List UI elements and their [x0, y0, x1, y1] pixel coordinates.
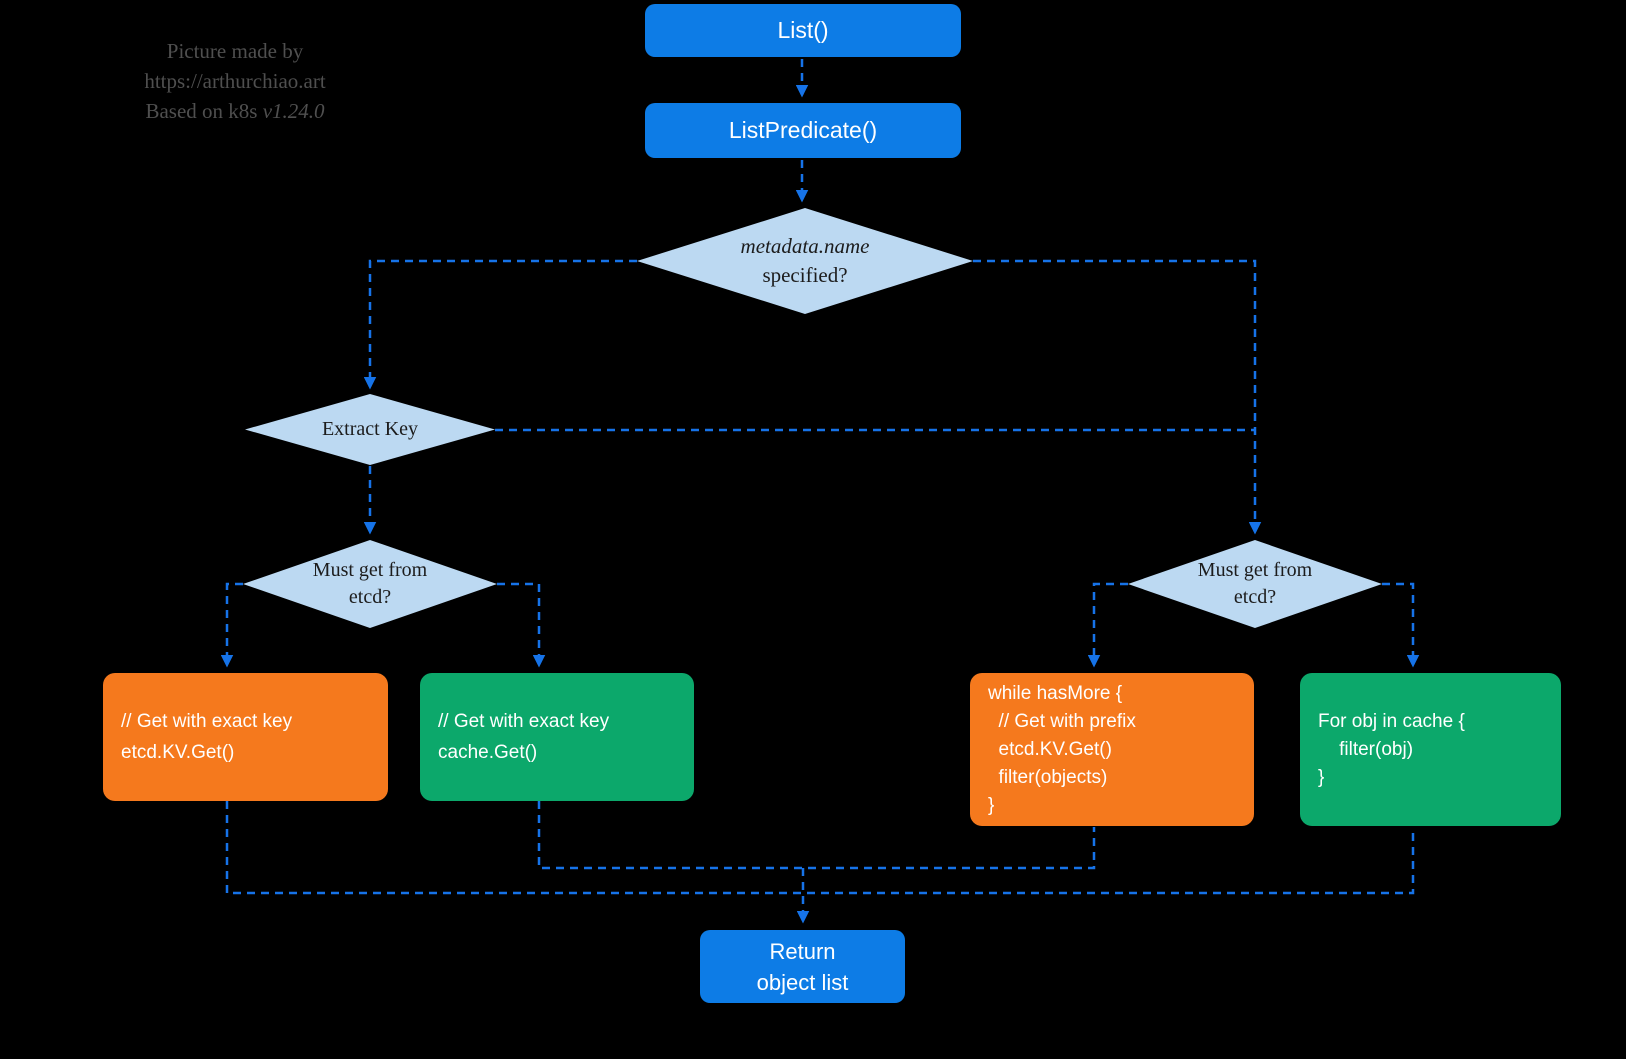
node-return-line1: Return	[769, 938, 836, 964]
decision-metadata-name-line1: metadata.name	[740, 234, 870, 258]
node-cache-filter-loop: For obj in cache { filter(obj) }	[1300, 673, 1561, 826]
node-list-predicate: ListPredicate()	[645, 103, 961, 158]
credit-based-on: Based on k8s	[145, 99, 263, 123]
decision-must-get-right-line2: etcd?	[1233, 586, 1277, 608]
code-line: filter(objects)	[988, 766, 1108, 788]
node-cache-get-exact-key: // Get with exact key cache.Get()	[420, 673, 694, 801]
credit-version: v1.24.0	[262, 99, 325, 123]
credit-line-3: Based on k8s v1.24.0	[100, 96, 370, 126]
code-line: }	[1318, 766, 1325, 788]
node-etcd-get-prefix-loop: while hasMore { // Get with prefix etcd.…	[970, 673, 1254, 826]
credit-text: Picture made by https://arthurchiao.art …	[100, 36, 370, 126]
credit-link: https://arthurchiao.art	[144, 69, 326, 93]
credit-line-1: Picture made by	[166, 39, 304, 63]
decision-must-get-right-line1: Must get from	[1197, 559, 1313, 581]
node-return-object-list: Return object list	[700, 930, 905, 1003]
decision-metadata-name-line2: specified?	[762, 263, 848, 287]
code-line: For obj in cache {	[1318, 710, 1465, 732]
code-line: etcd.KV.Get()	[988, 738, 1112, 760]
code-line: cache.Get()	[438, 742, 538, 763]
node-return-line2: object list	[756, 969, 849, 995]
code-line: etcd.KV.Get()	[121, 742, 235, 763]
code-line: // Get with exact key	[121, 711, 293, 732]
code-line: // Get with exact key	[438, 711, 610, 732]
code-line: // Get with prefix	[988, 710, 1136, 732]
code-line: filter(obj)	[1318, 738, 1414, 760]
code-line: while hasMore {	[988, 682, 1123, 704]
decision-must-get-left-line1: Must get from	[312, 559, 428, 581]
decision-must-get-left-line2: etcd?	[348, 586, 392, 608]
decision-extract-key-label: Extract Key	[321, 418, 419, 440]
node-list: List()	[645, 4, 961, 57]
node-etcd-get-exact-key: // Get with exact key etcd.KV.Get()	[103, 673, 388, 801]
code-line: }	[988, 794, 995, 816]
